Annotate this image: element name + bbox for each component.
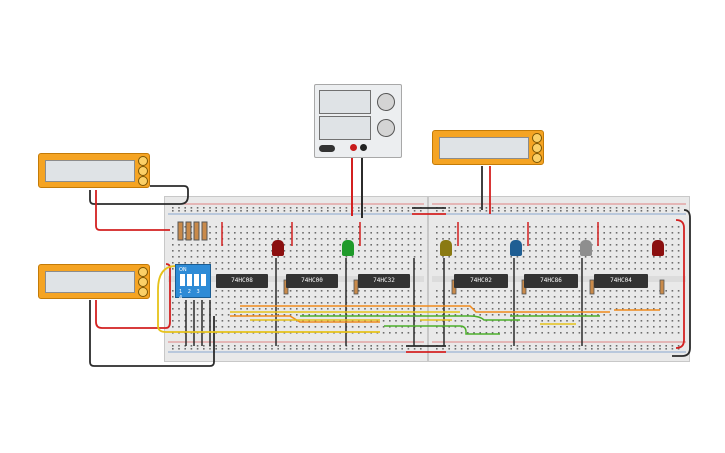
chip-label: 74HC02 <box>470 277 492 284</box>
led[interactable] <box>272 240 284 256</box>
ic-chip[interactable]: 74HC86 <box>524 274 578 288</box>
meter-mode-icon[interactable] <box>532 133 542 143</box>
voltage-display <box>319 90 371 114</box>
led[interactable] <box>342 240 354 256</box>
meter-mode-icon[interactable] <box>138 166 148 176</box>
power-switch[interactable] <box>319 145 335 152</box>
ic-chip[interactable]: 74HC08 <box>216 274 268 288</box>
led[interactable] <box>580 240 592 256</box>
chip-label: 74HC04 <box>610 277 632 284</box>
ic-chip[interactable]: 74HC04 <box>594 274 648 288</box>
dip-switch-numbers: 1 2 3 4 <box>179 289 202 301</box>
ic-chip[interactable]: 74HC00 <box>286 274 338 288</box>
meter-display <box>45 271 135 293</box>
led[interactable] <box>440 240 452 256</box>
dip-toggle-2[interactable] <box>187 274 192 286</box>
ic-chip[interactable]: 74HC32 <box>358 274 410 288</box>
ic-chip[interactable]: 74HC02 <box>454 274 508 288</box>
positive-terminal-icon[interactable] <box>350 144 357 151</box>
led[interactable] <box>652 240 664 256</box>
meter-display <box>439 137 529 159</box>
meter-mode-icon[interactable] <box>532 143 542 153</box>
meter-mode-icon[interactable] <box>532 153 542 163</box>
dip-toggle-4[interactable] <box>201 274 206 286</box>
multimeter-top-left[interactable] <box>38 153 150 188</box>
dip-switch[interactable]: ON 1 2 3 4 <box>175 264 211 301</box>
current-display <box>319 116 371 140</box>
chip-label: 74HC08 <box>231 277 253 284</box>
chip-label: 74HC00 <box>301 277 323 284</box>
chip-label: 74HC32 <box>373 277 395 284</box>
meter-mode-icon[interactable] <box>138 156 148 166</box>
voltage-knob-icon[interactable] <box>377 93 395 111</box>
dip-toggle-1[interactable] <box>180 274 185 286</box>
chip-label: 74HC86 <box>540 277 562 284</box>
meter-mode-icon[interactable] <box>138 287 148 297</box>
multimeter-top-right[interactable] <box>432 130 544 165</box>
multimeter-bottom-left[interactable] <box>38 264 150 299</box>
negative-terminal-icon[interactable] <box>360 144 367 151</box>
current-knob-icon[interactable] <box>377 119 395 137</box>
meter-mode-icon[interactable] <box>138 176 148 186</box>
meter-display <box>45 160 135 182</box>
power-supply[interactable] <box>314 84 402 158</box>
led[interactable] <box>510 240 522 256</box>
dip-switch-on-label: ON <box>179 267 187 273</box>
meter-mode-icon[interactable] <box>138 267 148 277</box>
dip-toggle-3[interactable] <box>194 274 199 286</box>
meter-mode-icon[interactable] <box>138 277 148 287</box>
